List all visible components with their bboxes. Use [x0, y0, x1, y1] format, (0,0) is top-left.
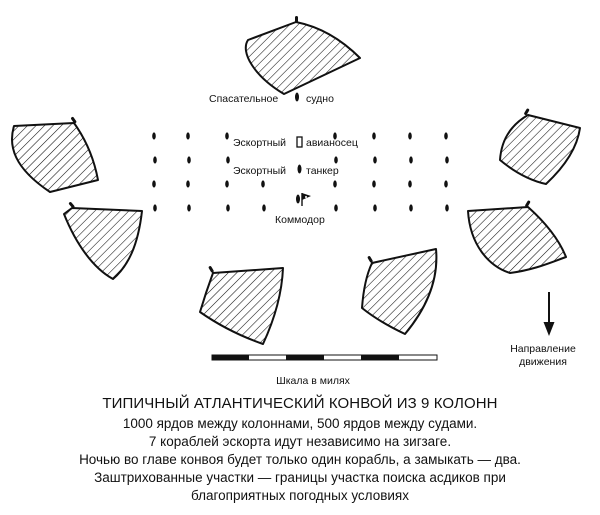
label-scale: Шкала в милях — [276, 375, 351, 387]
escort-ship-right-front — [524, 108, 530, 116]
merchant-ship — [408, 180, 412, 188]
label-rescue-ship: Спасательное — [209, 93, 278, 105]
caption-line-5: благоприятных погодных условиях — [190, 488, 409, 503]
label-escort-tanker: Эскортный — [233, 165, 286, 177]
merchant-ship — [226, 204, 230, 212]
rescue-ship — [295, 92, 299, 102]
merchant-ship — [187, 156, 191, 164]
escort-tanker — [297, 164, 302, 174]
escort-sector-front — [244, 21, 361, 95]
merchant-ship — [444, 180, 448, 188]
merchant-ship — [408, 132, 412, 140]
escort-sector-right-front — [499, 114, 581, 185]
merchant-ship — [333, 180, 337, 188]
escort-sector-rear-right — [361, 248, 438, 335]
caption-line-2: 7 кораблей эскорта идут независимо на зи… — [148, 434, 452, 449]
label-rescue-ship-2: судно — [306, 93, 334, 105]
merchant-ship — [186, 180, 190, 188]
merchant-ship — [444, 132, 448, 140]
caption-line-3: Ночью во главе конвоя будет только один … — [79, 452, 521, 467]
escort-carrier — [296, 136, 303, 148]
label-commodore: Коммодор — [275, 214, 325, 226]
merchant-ship — [372, 132, 376, 140]
escort-ship-left-front — [71, 116, 77, 124]
merchant-ship — [409, 204, 413, 212]
merchant-ships — [152, 132, 449, 212]
caption-line-1: 1000 ярдов между колоннами, 500 ярдов ме… — [122, 416, 478, 431]
merchant-ship — [333, 132, 337, 140]
merchant-ship — [261, 180, 265, 188]
label-escort-tanker-2: танкер — [306, 165, 339, 177]
escort-sector-rear-left — [199, 267, 284, 345]
convoy-diagram: Спасательное судно Эскортный авианосец Э… — [10, 16, 581, 387]
scale-bar — [211, 354, 438, 361]
merchant-ship — [225, 180, 229, 188]
merchant-ship — [152, 180, 156, 188]
merchant-ship — [373, 156, 377, 164]
merchant-ship — [334, 204, 338, 212]
merchant-ship — [225, 132, 229, 140]
flag-icon — [305, 196, 307, 198]
merchant-ship — [226, 156, 230, 164]
escort-sector-left-rear — [63, 207, 143, 280]
caption-title: ТИПИЧНЫЙ АТЛАНТИЧЕСКИЙ КОНВОЙ ИЗ 9 КОЛОН… — [102, 395, 498, 412]
merchant-ship — [152, 132, 156, 140]
merchant-ship — [334, 156, 338, 164]
merchant-ship — [372, 180, 376, 188]
escort-ship-rear-right — [367, 256, 373, 263]
merchant-ship — [187, 204, 191, 212]
merchant-ship — [373, 204, 377, 212]
merchant-ship — [186, 132, 190, 140]
direction-arrow-icon — [543, 292, 555, 336]
merchant-ship — [445, 204, 449, 212]
label-escort-carrier-2: авианосец — [306, 137, 358, 149]
label-escort-carrier: Эскортный — [233, 137, 286, 149]
label-direction-1: Направление — [510, 343, 576, 355]
escort-ship-right-rear — [525, 200, 531, 208]
escort-ship-left-rear — [68, 202, 75, 209]
escort-ship-front — [295, 16, 298, 23]
escort-ship-rear-left — [208, 266, 214, 273]
merchant-ship — [262, 204, 266, 212]
escort-sector-left-front — [10, 122, 99, 193]
merchant-ship — [153, 204, 157, 212]
label-direction-2: движения — [519, 356, 567, 368]
merchant-ship — [409, 156, 413, 164]
caption-line-4: Заштрихованные участки — границы участка… — [94, 470, 506, 485]
escort-sector-right-rear — [467, 206, 567, 274]
merchant-ship — [445, 156, 449, 164]
merchant-ship — [153, 156, 157, 164]
commodore-ship — [296, 193, 311, 206]
